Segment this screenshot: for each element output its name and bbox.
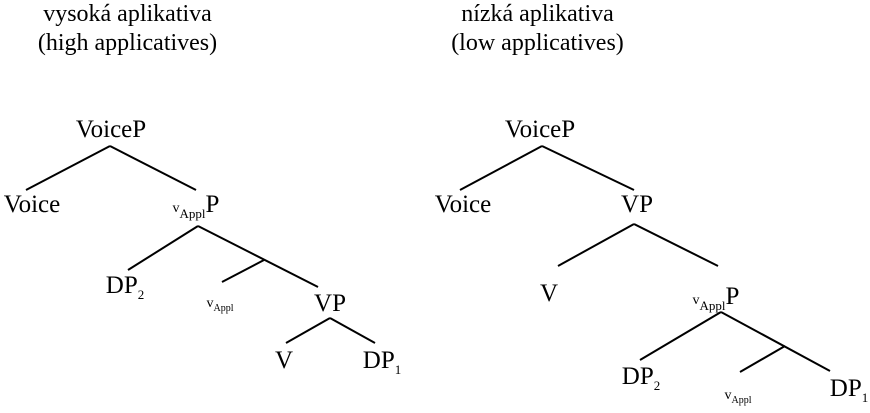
branch [720,311,831,372]
title-low-line2: (low applicatives) [451,30,624,56]
low-dp2-main: DP [621,363,654,390]
branch [285,317,331,344]
high-vapplp-node: vApplP [173,192,220,226]
high-voicep-node: VoiceP [75,116,147,143]
low-dp1-node: DP1 [830,376,868,410]
high-vp-node: VP [314,290,346,317]
branch [639,311,722,361]
high-voice-node: Voice [3,191,61,218]
high-dp1-node: DP1 [363,348,401,382]
high-v-node: V [274,347,294,374]
high-dp2-node: DP2 [106,273,144,307]
low-vapplp-v: v [692,293,700,308]
branch [633,223,719,267]
high-dp1-sub: 1 [394,362,402,377]
low-dp2-sub: 2 [653,378,661,393]
branch [221,259,265,283]
title-low: nízká aplikativa (low applicatives) [420,0,655,58]
high-vapplp-v: v [172,201,180,216]
high-dp2-main: DP [105,272,138,299]
low-vapplp-node: vApplP [693,284,740,318]
branch [557,223,635,267]
high-vappl-v: v [206,296,214,311]
branch [329,317,376,344]
branch [739,345,786,373]
low-dp1-main: DP [829,375,862,402]
high-vapplp-p: P [205,191,220,218]
low-voice-node: Voice [434,191,492,218]
high-vappl-sub: Appl [213,303,234,314]
low-vapplp-sub: Appl [699,298,726,313]
branch [25,145,111,191]
low-vapplp-p: P [725,283,740,310]
low-vappl-sub: Appl [731,395,752,406]
branch [127,225,199,271]
title-high: vysoká aplikativa (high applicatives) [10,0,245,58]
high-vapplp-sub: Appl [179,206,206,221]
title-low-line1: nízká aplikativa [461,1,614,27]
title-high-line1: vysoká aplikativa [43,1,212,27]
low-vappl-v: v [724,388,732,403]
title-high-line2: (high applicatives) [37,30,218,56]
low-dp2-node: DP2 [622,364,660,398]
high-vappl-node: vAppl [207,287,234,321]
low-dp1-sub: 1 [861,390,869,405]
high-dp2-sub: 2 [137,287,145,302]
branch [109,145,197,191]
low-v-node: V [539,280,559,307]
branch [459,145,543,191]
branch [541,145,635,191]
high-dp1-main: DP [362,347,395,374]
low-vp-node: VP [621,191,653,218]
branch [197,225,319,288]
low-vappl-node: vAppl [725,379,752,413]
low-voicep-node: VoiceP [504,116,576,143]
